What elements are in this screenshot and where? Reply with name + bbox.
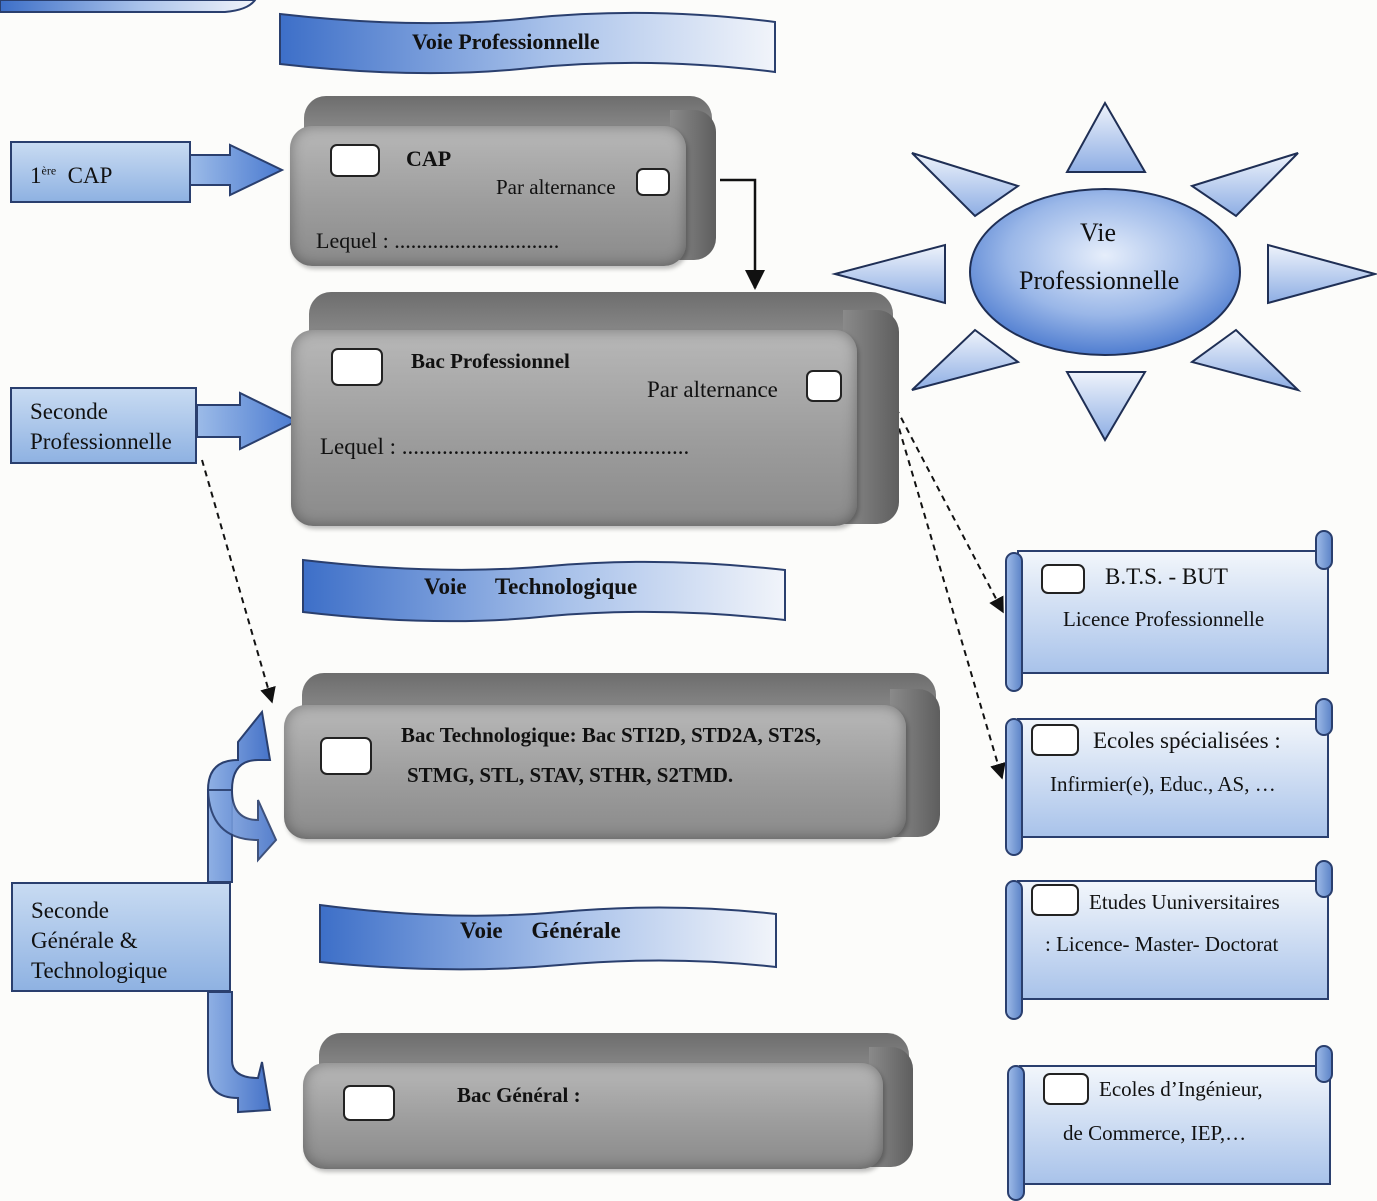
banner-voie-generale: Voie Générale xyxy=(460,918,621,943)
scroll-ingenieur-checkbox[interactable] xyxy=(1043,1073,1089,1105)
cap-alternance-checkbox[interactable] xyxy=(636,168,670,196)
bac-general-title: Bac Général : xyxy=(457,1083,581,1107)
entry-seconde-pro-line1: Seconde xyxy=(30,399,108,424)
bac-pro-alternance-checkbox[interactable] xyxy=(806,370,842,402)
bac-pro-title: Bac Professionnel xyxy=(411,349,570,373)
sun-text-vie: Vie xyxy=(1080,218,1116,247)
arrow-down-general xyxy=(207,991,272,1114)
scroll-univ-line1: Etudes Uuniversitaires xyxy=(1089,890,1280,914)
scroll-univ-line2: : Licence- Master- Doctorat xyxy=(1045,932,1279,956)
cap-checkbox[interactable] xyxy=(330,144,380,177)
sun-rays xyxy=(831,100,1377,443)
dashed-arrow-to-bts xyxy=(895,407,1004,614)
entry-seconde-gt-line3: Technologique xyxy=(31,958,168,983)
arrow-cap xyxy=(189,143,285,197)
scroll-bts-line2: Licence Professionnelle xyxy=(1063,607,1265,631)
scroll-ecoles: Ecoles spécialisées : Infirmier(e), Educ… xyxy=(1005,698,1335,856)
entry-seconde-gt-line1: Seconde xyxy=(31,898,109,923)
scroll-ecoles-line2: Infirmier(e), Educ., AS, … xyxy=(1050,772,1276,796)
scroll-univ: Etudes Uuniversitaires : Licence- Master… xyxy=(1005,860,1335,1020)
banner-voie-professionnelle: Voie Professionnelle xyxy=(412,29,600,54)
scroll-univ-checkbox[interactable] xyxy=(1031,884,1079,916)
bac-general-checkbox[interactable] xyxy=(343,1085,395,1121)
scroll-bts-checkbox[interactable] xyxy=(1041,564,1085,594)
bac-pro-checkbox[interactable] xyxy=(331,348,383,386)
cap-alternance-label: Par alternance xyxy=(496,175,616,199)
banner-voie-pro-shape xyxy=(279,11,776,75)
entry-1ere-cap-label: 1ère CAP xyxy=(30,162,113,188)
scroll-ingenieur: Ecoles d’Ingénieur, de Commerce, IEP,… xyxy=(1007,1045,1335,1201)
scroll-bts-line1: B.T.S. - BUT xyxy=(1105,564,1228,589)
bac-techno-checkbox[interactable] xyxy=(320,737,372,775)
bac-techno-line1: Bac Technologique: Bac STI2D, STD2A, ST2… xyxy=(401,723,822,747)
entry-seconde-gt: Seconde Générale & Technologique xyxy=(11,882,231,992)
banner-voie-gen-shape xyxy=(319,903,777,971)
bac-pro-alternance-label: Par alternance xyxy=(647,377,778,402)
scroll-bts: B.T.S. - BUT Licence Professionnelle xyxy=(1005,530,1335,692)
bac-pro-box: Bac Professionnel Par alternance Lequel … xyxy=(291,292,900,532)
bac-techno-box: Bac Technologique: Bac STI2D, STD2A, ST2… xyxy=(284,673,940,843)
dashed-arrow-to-ecoles xyxy=(895,417,1006,780)
arrow-seconde-pro xyxy=(196,391,300,451)
bac-pro-lequel: Lequel : ...............................… xyxy=(320,434,690,459)
entry-seconde-pro-line2: Professionnelle xyxy=(30,429,172,454)
sun-ellipse xyxy=(969,188,1241,356)
cap-box: CAP Par alternance Lequel : ............… xyxy=(290,96,718,270)
dashed-arrow-to-techno xyxy=(201,459,276,704)
scroll-ingenieur-line2: de Commerce, IEP,… xyxy=(1063,1121,1247,1145)
cap-title: CAP xyxy=(406,146,452,171)
entry-seconde-pro: Seconde Professionnelle xyxy=(10,387,197,464)
corner-banner xyxy=(0,0,257,13)
entry-1ere-cap: 1ère CAP xyxy=(10,141,191,203)
arrow-up-techno xyxy=(207,709,272,883)
scroll-ecoles-line1: Ecoles spécialisées : xyxy=(1093,728,1281,753)
arrow-branch xyxy=(206,789,278,863)
banner-voie-technologique: Voie Technologique xyxy=(424,574,638,599)
sun-text-professionnelle: Professionnelle xyxy=(1019,266,1180,295)
cap-lequel: Lequel : .............................. xyxy=(316,228,560,253)
connector-cap-bacpro xyxy=(720,178,765,290)
banner-voie-techno-shape xyxy=(302,558,786,623)
bac-general-box: Bac Général : xyxy=(303,1033,913,1173)
entry-seconde-gt-line2: Générale & xyxy=(31,928,138,953)
bac-techno-line2: STMG, STL, STAV, STHR, S2TMD. xyxy=(407,763,734,787)
scroll-ecoles-checkbox[interactable] xyxy=(1031,724,1079,756)
scroll-ingenieur-line1: Ecoles d’Ingénieur, xyxy=(1099,1077,1263,1101)
